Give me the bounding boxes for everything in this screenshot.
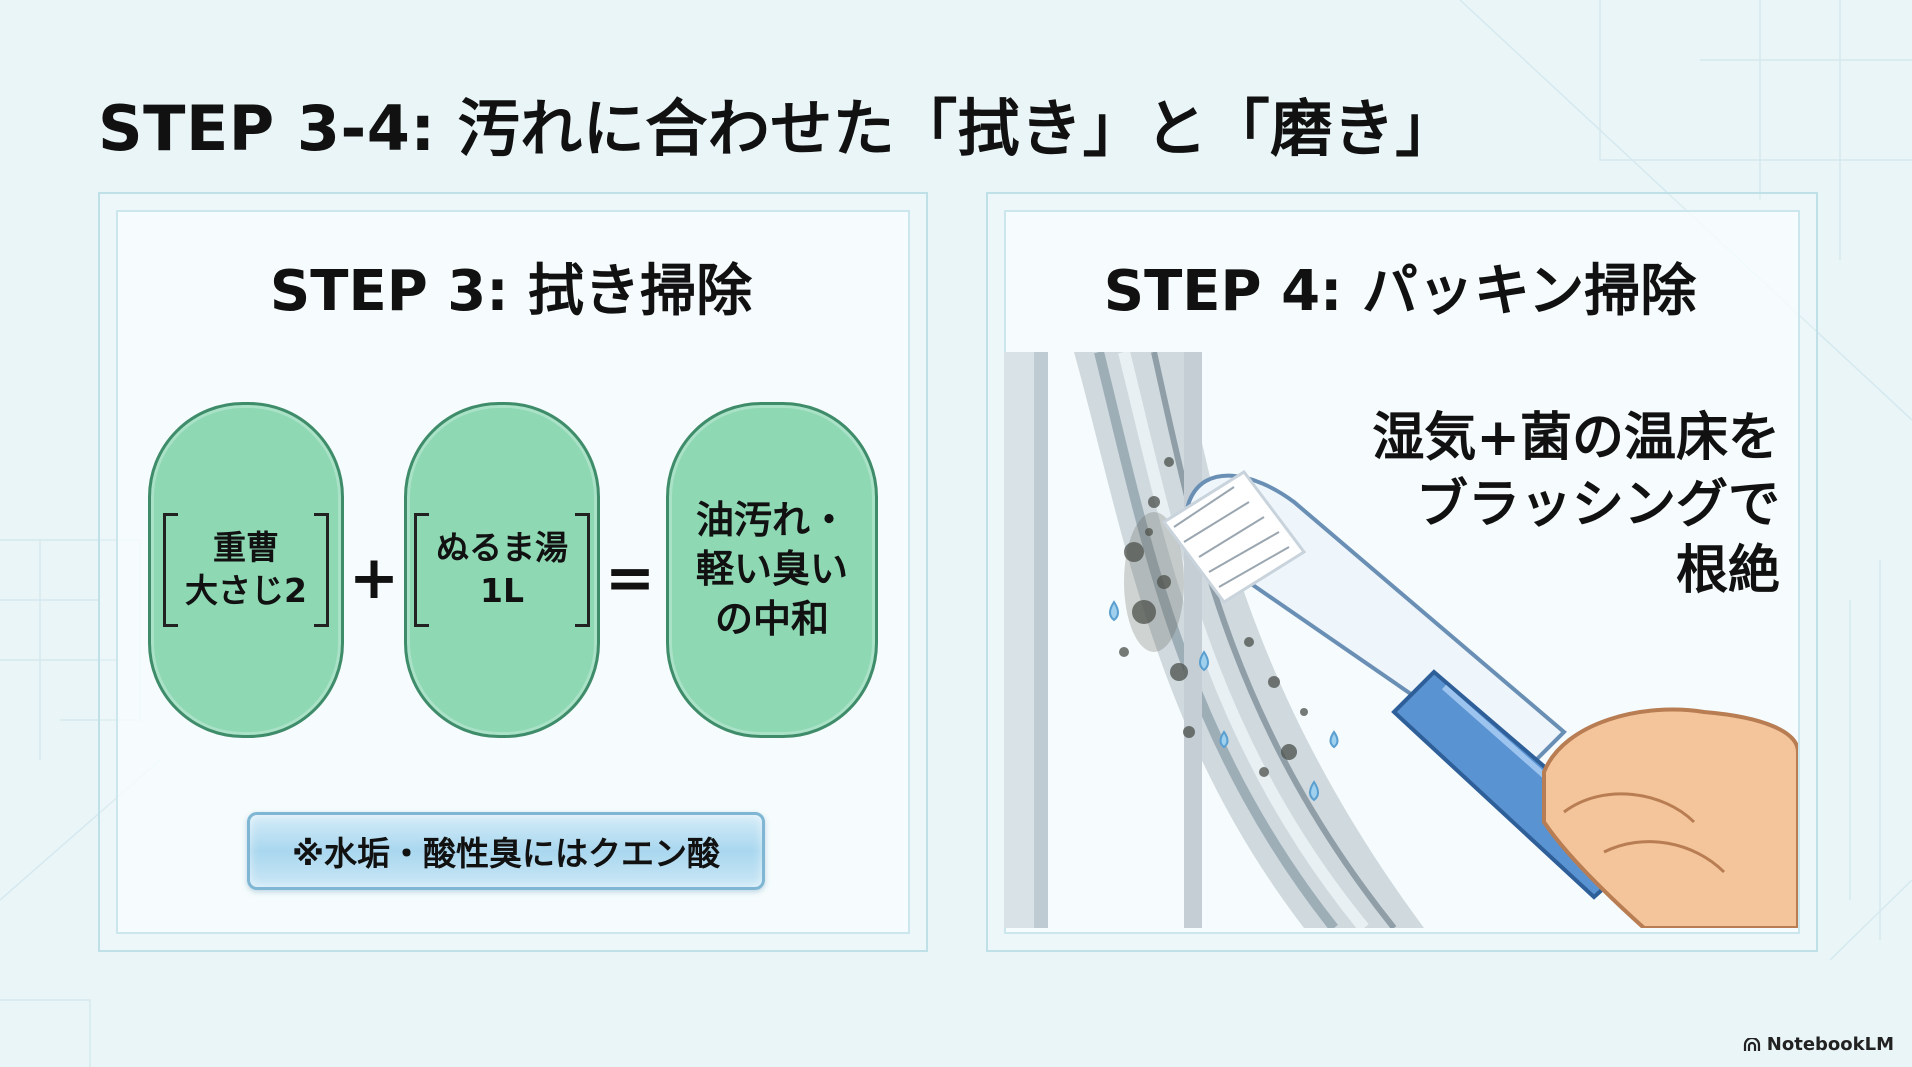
warm-water-pill: ぬるま湯 1L [404,402,600,738]
baking-soda-text: 重曹 大さじ2 [185,528,307,610]
left-bracket-icon [414,513,429,627]
hand-illustration [1542,707,1798,928]
water-drops-illustration [1109,600,1339,802]
notebooklm-logo-icon [1743,1037,1760,1051]
warm-water-text: ぬるま湯 1L [436,528,568,610]
step3-title: STEP 3: 拭き掃除 [269,259,753,324]
plus-operator: + [348,543,400,613]
right-bracket-icon [313,513,329,627]
warm-water-bracket: ぬるま湯 1L [414,513,590,627]
result-text: 油汚れ・ 軽い臭い の中和 [695,497,848,641]
result-pill: 油汚れ・ 軽い臭い の中和 [666,402,878,738]
baking-soda-pill: 重曹 大さじ2 [148,402,344,738]
baking-soda-bracket: 重曹 大さじ2 [163,513,329,627]
right-bracket-icon [575,513,590,627]
brand-label: NotebookLM [1766,1034,1894,1055]
notebooklm-brand: NotebookLM [1743,1034,1894,1055]
step4-title: STEP 4: パッキン掃除 [1103,259,1697,324]
packing-cleaning-illustration [1004,352,1798,928]
left-bracket-icon [163,513,179,627]
slide-title: STEP 3-4: 汚れに合わせた「拭き」と「磨き」 [98,92,1458,165]
citric-acid-note: ※水垢・酸性臭にはクエン酸 [247,812,765,890]
step4-caption: 湿気+菌の温床を ブラッシングで 根絶 [1372,408,1780,602]
equals-operator: = [604,543,656,613]
